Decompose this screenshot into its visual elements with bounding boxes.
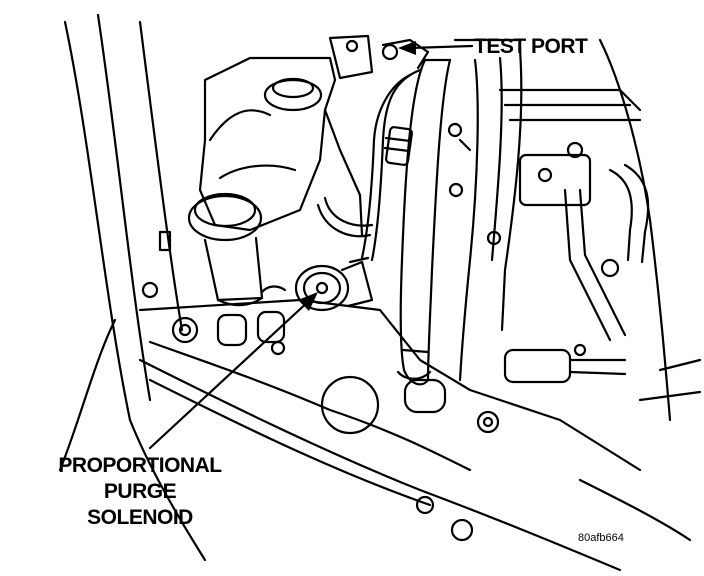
loop-hose (316, 196, 374, 238)
vacuum-line (360, 68, 422, 262)
figure-code: 80afb664 (578, 532, 624, 544)
purge-solenoid-label-line-1: PROPORTIONAL (58, 454, 222, 477)
fender-outline (58, 13, 207, 562)
engine-components (396, 38, 702, 422)
leader-lines (148, 44, 474, 450)
main-hose (399, 58, 452, 386)
purge-solenoid-leader (148, 298, 312, 450)
lower-fender (138, 358, 692, 572)
purge-solenoid (260, 256, 374, 312)
test-port-bracket (328, 34, 430, 80)
test-port-arrowhead (398, 41, 416, 55)
strut-tower (198, 56, 364, 237)
test-port-leader (408, 44, 474, 50)
purge-solenoid-arrowhead (298, 292, 318, 311)
purge-solenoid-label: PROPORTIONAL PURGE SOLENOID (40, 453, 240, 531)
reservoir (187, 192, 264, 307)
test-port-label: TEST PORT (474, 35, 588, 58)
purge-solenoid-label-line-3: SOLENOID (87, 506, 193, 529)
purge-solenoid-label-line-2: PURGE (103, 480, 177, 503)
